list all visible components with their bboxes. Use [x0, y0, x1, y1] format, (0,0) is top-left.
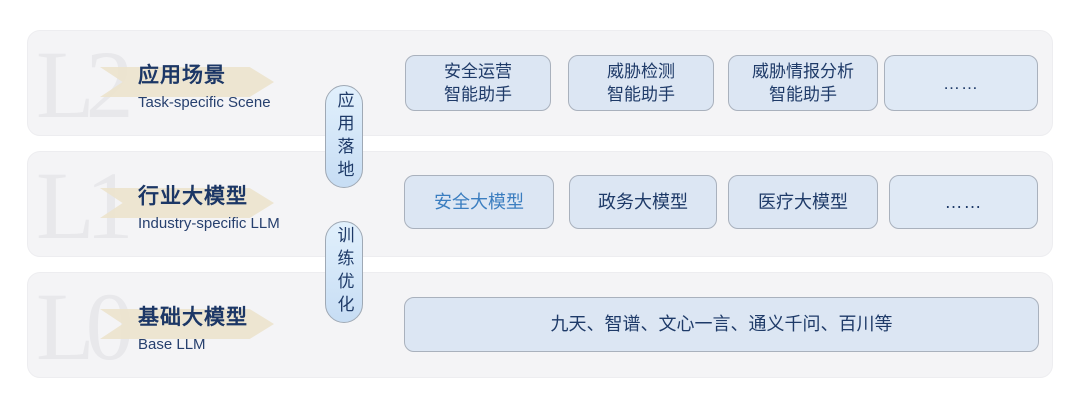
- chip-base-llm-list: 九天、智谱、文心一言、通义千问、百川等: [404, 297, 1039, 352]
- arrow-ribbon-icon: [100, 188, 274, 218]
- layer-subtitle: Task-specific Scene: [138, 94, 271, 111]
- arrow-ribbon-icon: [100, 67, 274, 97]
- watermark-l0: L0: [36, 273, 134, 380]
- layer-title: 行业大模型: [138, 185, 248, 208]
- layer-subtitle: Industry-specific LLM: [138, 215, 280, 232]
- chip-security-llm: 安全大模型: [404, 175, 554, 229]
- layer-band-l1: L1 行业大模型 Industry-specific LLM: [27, 151, 1053, 257]
- layer-title: 应用场景: [138, 64, 226, 87]
- chip-more-industry-llms: ……: [889, 175, 1038, 229]
- arrow-ribbon-icon: [100, 309, 274, 339]
- chip-security-operations-assistant: 安全运营 智能助手: [405, 55, 551, 111]
- layer-head-l2: 应用场景 Task-specific Scene: [138, 59, 271, 111]
- connector-label: 训练优化: [334, 226, 354, 318]
- layer-head-l1: 行业大模型 Industry-specific LLM: [138, 180, 280, 232]
- layer-subtitle: Base LLM: [138, 336, 206, 353]
- chip-more-scenes: ……: [884, 55, 1038, 111]
- layer-head-l0: 基础大模型 Base LLM: [138, 301, 248, 353]
- chip-threat-detection-assistant: 威胁检测 智能助手: [568, 55, 714, 111]
- layer-title: 基础大模型: [138, 306, 248, 329]
- watermark-l1: L1: [36, 152, 134, 259]
- chip-government-llm: 政务大模型: [569, 175, 717, 229]
- connector-label: 应用落地: [334, 90, 354, 183]
- chip-threat-intel-analysis-assistant: 威胁情报分析 智能助手: [728, 55, 878, 111]
- watermark-l2: L2: [36, 31, 134, 138]
- chip-medical-llm: 医疗大模型: [728, 175, 878, 229]
- connector-app-deployment: 应用落地: [325, 85, 363, 188]
- layer-band-l2: L2 应用场景 Task-specific Scene: [27, 30, 1053, 136]
- connector-training-optimization: 训练优化: [325, 221, 363, 323]
